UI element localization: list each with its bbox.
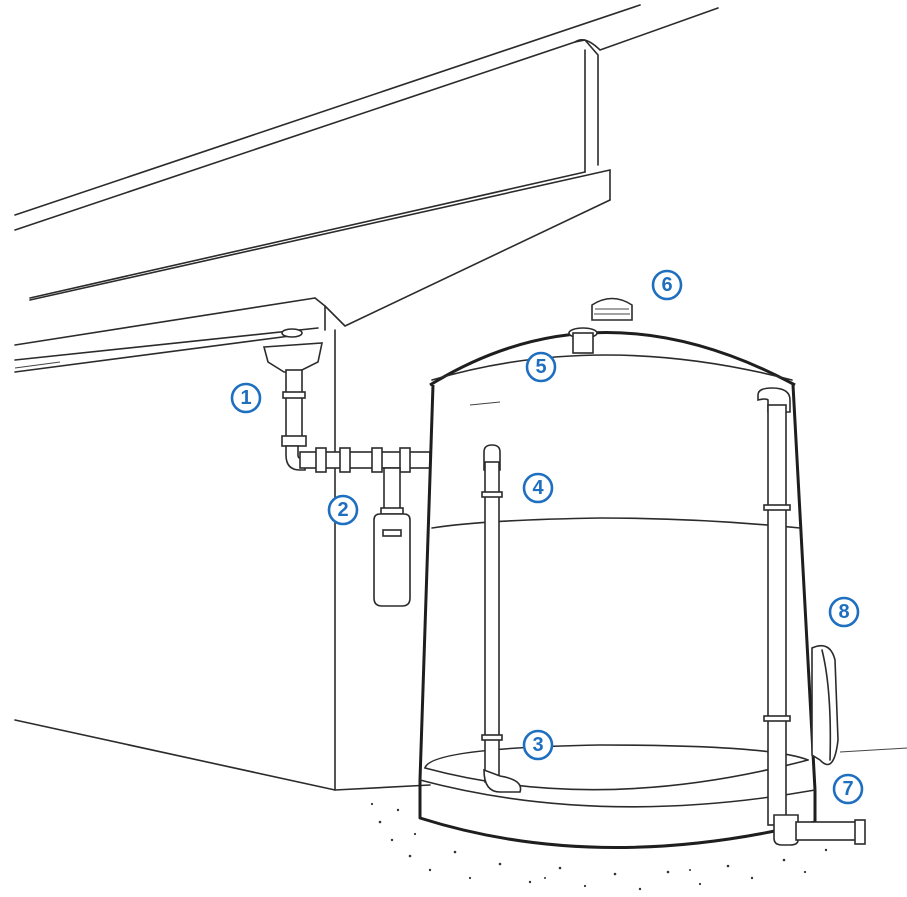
downpipe-assembly [262, 328, 431, 607]
access-hatch [811, 644, 839, 766]
marker-1-label: 1 [240, 387, 251, 409]
marker-1: 1 [230, 382, 262, 414]
overflow-pipe [757, 387, 866, 846]
marker-2-label: 2 [337, 499, 348, 521]
marker-8-label: 8 [838, 601, 849, 623]
marker-2: 2 [327, 494, 359, 526]
marker-6: 6 [651, 269, 683, 301]
marker-3: 3 [522, 729, 554, 761]
marker-3-label: 3 [532, 734, 543, 756]
house-roof [14, 4, 719, 373]
marker-4-label: 4 [532, 477, 544, 499]
marker-5-label: 5 [535, 356, 546, 378]
house-wall [14, 329, 907, 791]
marker-4: 4 [522, 472, 554, 504]
marker-8: 8 [828, 596, 860, 628]
marker-6-label: 6 [661, 274, 672, 296]
calmed-inlet-pipe [481, 444, 522, 793]
marker-7: 7 [832, 773, 864, 805]
water-tank [418, 297, 817, 850]
marker-7-label: 7 [842, 778, 853, 800]
marker-5: 5 [525, 351, 557, 383]
ground-gravel [370, 802, 828, 891]
